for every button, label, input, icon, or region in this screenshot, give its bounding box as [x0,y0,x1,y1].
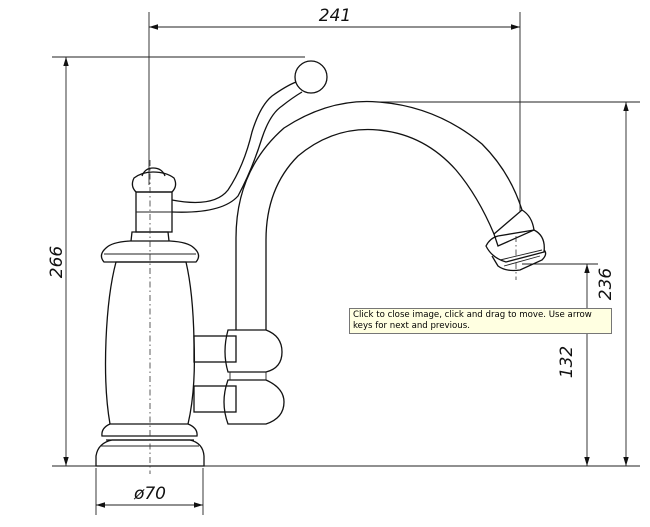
dimension-total-height-label: 266 [47,246,67,279]
dimension-outlet-height-label: 132 [557,346,577,378]
image-viewer-tooltip[interactable]: Click to close image, click and drag to … [349,308,612,334]
dimension-outlet-height: 132 [522,263,598,466]
center-lines [149,160,517,474]
faucet-connector [193,329,285,425]
dimension-total-height: 266 [47,56,305,467]
dimension-spout-height: 236 [200,101,640,467]
dimension-width: 241 [148,6,521,212]
dimension-width-label: 241 [319,6,351,26]
dimension-spout-height-label: 236 [596,268,616,301]
faucet-body [95,60,328,467]
dimension-base-diameter: ø70 [95,468,204,515]
dimension-base-diameter-label: ø70 [133,484,166,504]
faucet-spout [235,100,547,330]
